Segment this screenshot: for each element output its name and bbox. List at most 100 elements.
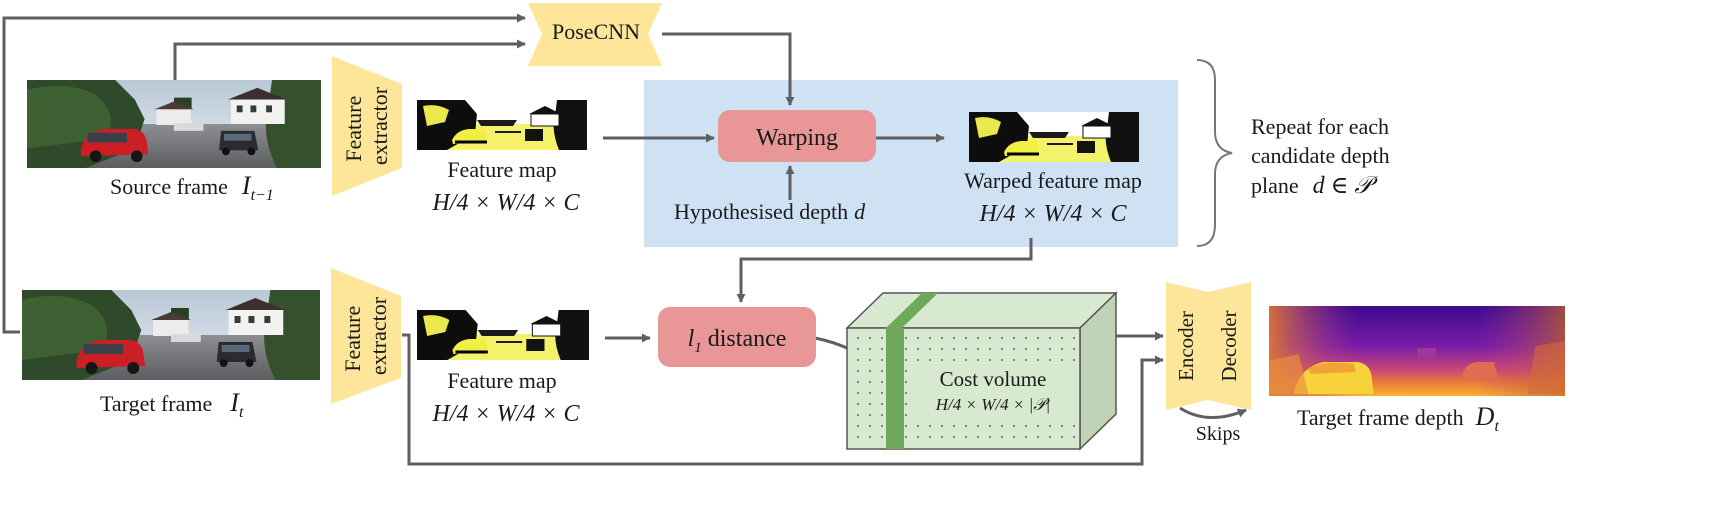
cost-volume-dot: [904, 402, 908, 406]
target-feature-map: Feature map H/4 × W/4 × C: [417, 310, 589, 427]
cost-volume-dot: [976, 424, 980, 428]
cost-volume-dot: [880, 424, 884, 428]
cost-volume-dot: [1048, 336, 1052, 340]
cost-volume-dot: [1048, 358, 1052, 362]
cost-volume-dot: [856, 358, 860, 362]
cost-volume-dot: [880, 358, 884, 362]
cost-volume-dot: [880, 391, 884, 395]
cost-volume-dot: [904, 413, 908, 417]
cost-volume-dot: [1048, 347, 1052, 351]
repeat-brace: [1196, 59, 1233, 247]
source-frame-image: [27, 80, 321, 168]
cost-volume-label-bg: [910, 364, 1076, 418]
cost-volume-dot: [868, 435, 872, 439]
cost-volume-dot: [988, 358, 992, 362]
cost-volume-dot: [1000, 358, 1004, 362]
cost-volume-dot: [856, 347, 860, 351]
arrow-source-to-pose: [173, 39, 526, 80]
l1-distance-box: [658, 307, 816, 367]
cost-volume-dot: [856, 369, 860, 373]
cost-volume-top: [845, 292, 1118, 329]
cost-volume-dot: [940, 424, 944, 428]
arrow-skips: [1179, 406, 1247, 420]
cost-volume-dot: [928, 347, 932, 351]
connectors: [2, 13, 1247, 466]
cost-volume-dot: [928, 358, 932, 362]
cost-volume-dot: [1000, 336, 1004, 340]
pose-network-shape: [528, 3, 662, 66]
target-feature-caption: Feature map: [447, 368, 556, 393]
cost-volume-dot: [964, 336, 968, 340]
cost-volume-dot: [952, 358, 956, 362]
cost-volume-dot: [952, 347, 956, 351]
cost-volume-dot: [904, 391, 908, 395]
depth-map-image: [1269, 306, 1565, 396]
arrow-target-to-pose: [2, 13, 526, 334]
cost-volume-dot: [1072, 336, 1076, 340]
warp-panel: [644, 80, 1178, 247]
decoder-shape: [1208, 282, 1251, 410]
cost-volume-dot: [880, 347, 884, 351]
cost-volume-dot: [868, 358, 872, 362]
target-feature-dims: H/4 × W/4 × C: [431, 401, 580, 427]
cost-volume-dot: [880, 413, 884, 417]
cost-volume-dot: [1012, 358, 1016, 362]
decoder-label: Decoder: [1217, 310, 1241, 381]
cost-volume-dot: [1012, 336, 1016, 340]
cost-volume-dot: [1036, 424, 1040, 428]
cost-volume-dot: [1000, 424, 1004, 428]
arrow-bottom-to-encoder: [402, 333, 1164, 466]
cost-volume-dot: [1012, 435, 1016, 439]
cost-volume-dims: H/4 × W/4 × |𝒫|: [935, 395, 1051, 414]
warping-box: [718, 110, 876, 162]
repeat-line-1: Repeat for each: [1251, 114, 1389, 139]
cost-volume-dot: [940, 435, 944, 439]
cost-volume-dot: [1060, 336, 1064, 340]
cost-volume-dot: [1072, 435, 1076, 439]
cost-volume: Cost volume H/4 × W/4 × |𝒫|: [845, 291, 1118, 451]
cost-volume-dot: [976, 435, 980, 439]
cost-volume-dot: [880, 402, 884, 406]
cost-volume-dot: [952, 435, 956, 439]
cost-volume-dot: [904, 369, 908, 373]
cost-volume-dot: [856, 391, 860, 395]
cost-volume-dot: [856, 402, 860, 406]
cost-volume-dot: [916, 347, 920, 351]
cost-volume-dot: [1060, 435, 1064, 439]
arrow-pose-to-warping: [662, 32, 795, 106]
cost-volume-dot: [952, 424, 956, 428]
cost-volume-dot: [928, 435, 932, 439]
cost-volume-dot: [940, 336, 944, 340]
cost-volume-dot: [916, 358, 920, 362]
cost-volume-dot: [904, 435, 908, 439]
cost-volume-dot: [904, 424, 908, 428]
repeat-line-2: candidate depth: [1251, 143, 1390, 168]
target-extractor-shape: [331, 268, 401, 404]
cost-volume-dot: [856, 413, 860, 417]
cost-volume-dot: [868, 402, 872, 406]
source-feature-image: [417, 100, 587, 150]
warped-feature-image: [969, 112, 1139, 162]
encoder-decoder: Encoder Decoder Skips: [1166, 282, 1251, 445]
cost-volume-dot: [868, 380, 872, 384]
cost-volume-dot: [964, 358, 968, 362]
cost-volume-dot: [940, 358, 944, 362]
cost-volume-dot: [916, 435, 920, 439]
cost-volume-dot: [1024, 336, 1028, 340]
cost-volume-dot: [1060, 424, 1064, 428]
cost-volume-dot: [1024, 435, 1028, 439]
cost-volume-dot: [1048, 424, 1052, 428]
cost-volume-dot: [1060, 358, 1064, 362]
cost-volume-dot: [1072, 358, 1076, 362]
cost-volume-dot: [964, 424, 968, 428]
warped-feature-dims: H/4 × W/4 × C: [978, 201, 1127, 227]
cost-volume-dot: [976, 336, 980, 340]
cost-volume-dot: [1036, 347, 1040, 351]
cost-volume-dot: [1024, 424, 1028, 428]
target-feature-image: [417, 310, 589, 360]
